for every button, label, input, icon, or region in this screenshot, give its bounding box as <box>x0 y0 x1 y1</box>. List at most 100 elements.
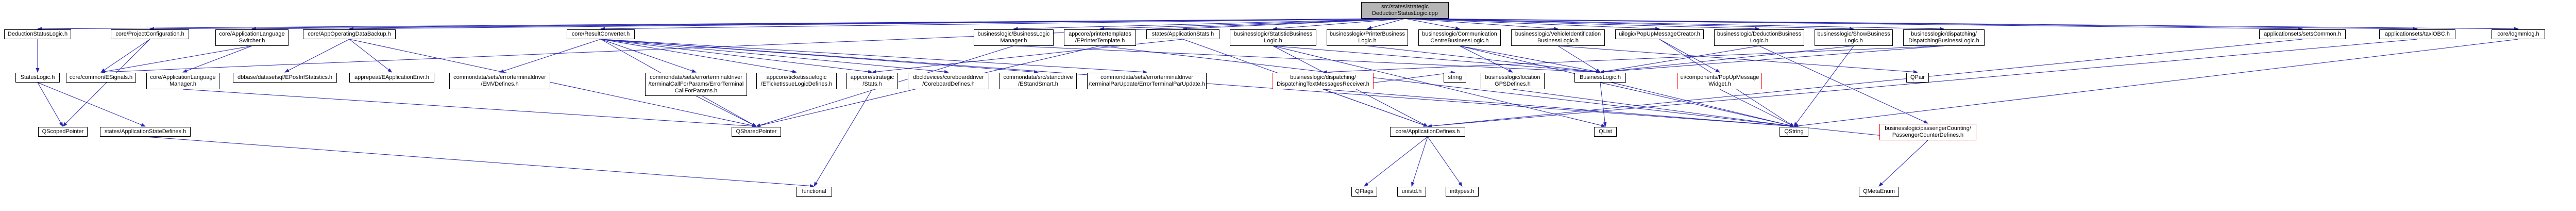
include-edge <box>145 136 815 188</box>
include-edge <box>600 39 797 74</box>
graph-node-esignals[interactable]: core/common/ESignals.h <box>66 73 136 83</box>
graph-node-qstring: QString <box>1780 127 1808 137</box>
graph-node-appstatedefines[interactable]: states/ApplicationStateDefines.h <box>100 127 191 137</box>
graph-node-printerbl[interactable]: businesslogic/PrinterBusiness Logic.h <box>1327 29 1408 46</box>
graph-node-coreboarddefines[interactable]: dbcldevices/coreboarddriver /CoreboardDe… <box>908 73 989 89</box>
include-edge <box>1512 89 1794 128</box>
include-edge <box>1404 18 2519 31</box>
graph-node-appdefines[interactable]: core/ApplicationDefines.h <box>1390 127 1465 137</box>
include-edge <box>1719 89 1794 127</box>
include-edge <box>1099 18 1405 31</box>
include-edge <box>1323 89 1428 127</box>
include-edge <box>1404 18 1944 31</box>
include-edge <box>814 89 873 187</box>
include-edge <box>1878 140 1928 187</box>
graph-node-unistd: unistd.h <box>1397 187 1426 197</box>
graph-node-emvdefines[interactable]: commondata/sets/errorterminaldriver /EMV… <box>449 73 550 89</box>
graph-node-businesslogic_h[interactable]: BusinessLogic.h <box>1574 73 1626 83</box>
include-edge <box>100 18 1405 74</box>
graph-node-applanguageswitcher[interactable]: core/ApplicationLanguage Switcher.h <box>215 29 289 46</box>
include-edge <box>1273 45 1606 127</box>
graph-node-applicationstats[interactable]: states/ApplicationStats.h <box>1146 29 1219 39</box>
include-edge <box>62 39 150 127</box>
include-edge <box>1367 18 1405 30</box>
graph-node-passengercounterdefines[interactable]: businesslogic/passengerCounting/ Passeng… <box>1879 124 1976 140</box>
graph-node-eticketissuelogicdefines[interactable]: appcore/ticketissuelogic /ETicketIssueLo… <box>756 73 837 89</box>
graph-node-strategicstats[interactable]: appcore/strategic /Stats.h <box>846 73 898 89</box>
graph-node-setscommon[interactable]: applicationsets/setsCommon.h <box>2259 29 2346 39</box>
graph-node-popupcreator[interactable]: uilogic/PopUpMessageCreator.h <box>1615 29 1704 39</box>
graph-node-blmanager[interactable]: businesslogic/BusinessLogic Manager.h <box>974 29 1054 46</box>
include-edge <box>1557 45 1918 74</box>
include-edge <box>1323 89 1794 128</box>
graph-node-qscopedpointer: QScopedPointer <box>38 127 88 137</box>
graph-node-eposinfstatistics[interactable]: dbbase/datasetsql/EPosInfStatistics.h <box>233 73 337 83</box>
include-edge <box>100 45 252 74</box>
include-edge <box>1404 18 1558 30</box>
graph-node-locationgps[interactable]: businesslogic/location GPSDefines.h <box>1481 73 1545 89</box>
graph-node-deductionbl[interactable]: businesslogic/DeductionBusiness Logic.h <box>1714 29 1804 46</box>
include-edge <box>37 82 63 127</box>
include-edge <box>1411 136 1428 187</box>
graph-node-deductionstatuslogic_h[interactable]: DeductionStatusLogic.h <box>4 29 71 39</box>
include-edge <box>1600 82 1794 127</box>
graph-node-root: src/states/strategic DeductionStatusLogi… <box>1361 2 1449 19</box>
include-edge <box>1404 18 1854 31</box>
graph-node-qmetaenum: QMetaEnum <box>1859 187 1899 197</box>
graph-node-projectconfiguration[interactable]: core/ProjectConfiguration.h <box>111 29 189 39</box>
graph-node-stringnode: string <box>1444 73 1466 83</box>
include-edge <box>1793 39 2519 128</box>
edge-group <box>36 18 2519 188</box>
graph-node-vehicleidbl[interactable]: businesslogic/VehicleIdentification Busi… <box>1511 29 1605 46</box>
graph-node-resultconverter[interactable]: core/ResultConverter.h <box>567 29 635 39</box>
include-edge <box>1427 39 2303 128</box>
include-edge <box>1759 45 1928 124</box>
graph-node-popupwidget[interactable]: ui/components/PopUpMessage Widget.h <box>1677 73 1762 89</box>
graph-node-commcentrebl[interactable]: businesslogic/Communication CentreBusine… <box>1418 29 1501 46</box>
graph-node-statisticbl[interactable]: businesslogic/StatisticBusiness Logic.h <box>1230 29 1316 46</box>
graph-node-qsharedpointer: QSharedPointer <box>732 127 781 137</box>
include-edge <box>696 95 757 127</box>
include-edge <box>182 89 757 128</box>
include-edge <box>1273 45 1601 74</box>
include-edge <box>1427 39 2418 128</box>
include-edge <box>1404 18 1760 31</box>
graph-node-applangmanager[interactable]: core/ApplicationLanguage Manager.h <box>146 73 219 89</box>
graph-node-functional: functional <box>796 187 832 197</box>
graph-node-dispatchingreceiver[interactable]: businesslogic/dispatching/ DispatchingTe… <box>1273 73 1374 89</box>
graph-node-qlist: QList <box>1594 127 1617 137</box>
include-edge <box>499 39 601 73</box>
include-edge <box>349 18 1405 31</box>
include-edge <box>1013 45 1601 74</box>
graph-node-eprintertemplate[interactable]: appcore/printertemplates /EPrinterTempla… <box>1064 29 1136 46</box>
include-edge <box>1459 45 1601 73</box>
graph-node-logmmlog[interactable]: core/logmmlog.h <box>2492 29 2545 39</box>
include-edge <box>1013 18 1405 31</box>
include-edge <box>1600 45 1944 74</box>
graph-node-eapplicationenv[interactable]: apprepeat/EApplicationEnvr.h <box>349 73 434 83</box>
graph-node-statuslogic[interactable]: StatusLogic.h <box>15 73 60 83</box>
graph-node-qflags: QFlags <box>1351 187 1377 197</box>
include-edge <box>1367 45 1601 74</box>
graph-node-appoperatingdatabackup[interactable]: core/AppOperatingDataBackup.h <box>303 29 396 39</box>
include-edge <box>600 39 1147 74</box>
include-edge <box>37 82 146 127</box>
graph-node-errorterminalcallforparams[interactable]: commondata/sets/errorterminaldriver /ter… <box>645 73 747 96</box>
include-edge <box>1557 45 1601 73</box>
include-edge <box>1459 45 1513 73</box>
include-edge <box>1427 136 1463 187</box>
include-edge <box>100 39 150 73</box>
graph-node-dispatchingbl[interactable]: businesslogic/dispatching/ DispatchingBu… <box>1903 29 1985 46</box>
include-edge <box>1600 82 1607 127</box>
graph-node-estandsmart[interactable]: commondata/src/standdrive /EStandSmart.h <box>999 73 1077 89</box>
graph-node-taxiobc[interactable]: applicationsets/taxiOBC.h <box>2379 29 2455 39</box>
include-edge <box>1459 45 1794 127</box>
include-edge <box>600 39 873 74</box>
include-edge <box>1600 45 1854 74</box>
include-edge <box>1659 39 1720 73</box>
include-edge <box>600 18 1405 31</box>
include-edge <box>600 39 949 74</box>
graph-node-showbl[interactable]: businesslogic/ShowBusiness Logic.h <box>1815 29 1893 46</box>
graph-node-errorterminalparupdate[interactable]: commondata/sets/errorterminaldriver /ter… <box>1087 73 1207 89</box>
